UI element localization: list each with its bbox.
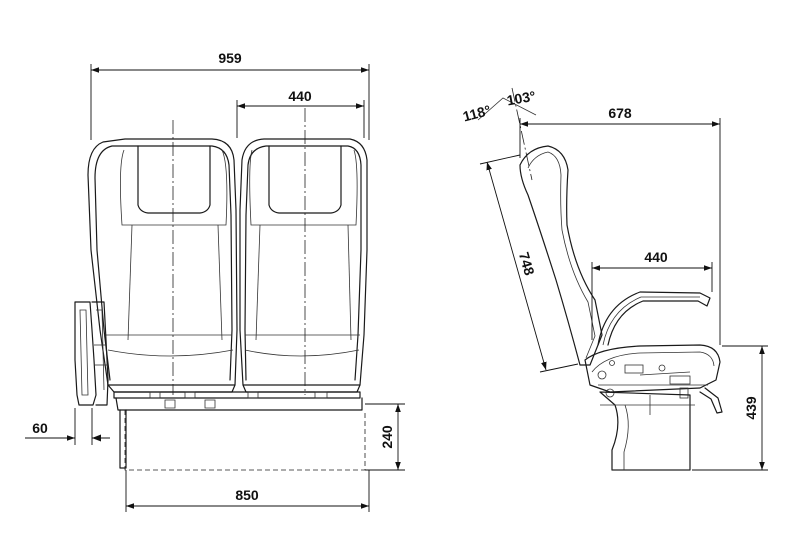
dim-recline-angles: 118° 103° [461, 88, 537, 181]
dim-base-height-label: 240 [379, 425, 395, 449]
dim-total-width: 959 [90, 50, 370, 140]
dim-backrest-length: 748 [479, 154, 579, 373]
dim-base-width-label: 850 [235, 487, 259, 503]
dim-backrest-length-label: 748 [516, 250, 538, 277]
dim-seat-depth: 440 [591, 249, 713, 340]
side-seat-cushion [584, 344, 723, 414]
recline-min-label: 103° [505, 88, 536, 109]
side-pedestal [599, 391, 695, 471]
recline-max-label: 118° [461, 102, 492, 125]
base-pedestal [119, 409, 366, 471]
dim-side-depth-label: 678 [608, 105, 632, 121]
dim-base-height: 240 [365, 403, 405, 471]
dim-total-width-label: 959 [218, 50, 242, 66]
dim-armrest-offset-label: 60 [32, 420, 48, 436]
right-seat [239, 108, 368, 395]
front-view: 959 440 60 240 [25, 50, 405, 512]
dim-seat-width-label: 440 [288, 88, 312, 104]
dim-base-width: 850 [125, 470, 370, 512]
armrest-left [74, 301, 109, 406]
dim-seat-depth-label: 440 [644, 249, 668, 265]
dim-side-depth: 678 [519, 105, 721, 345]
seat-frame [113, 391, 363, 411]
dim-armrest-offset: 60 [25, 408, 110, 445]
dim-seat-height: 439 [692, 345, 768, 471]
side-view: 118° 103° 678 748 440 [461, 88, 768, 471]
side-armrest [597, 291, 711, 346]
dim-seat-width: 440 [236, 88, 365, 138]
left-seat [87, 120, 238, 395]
dim-seat-height-label: 439 [743, 396, 759, 420]
